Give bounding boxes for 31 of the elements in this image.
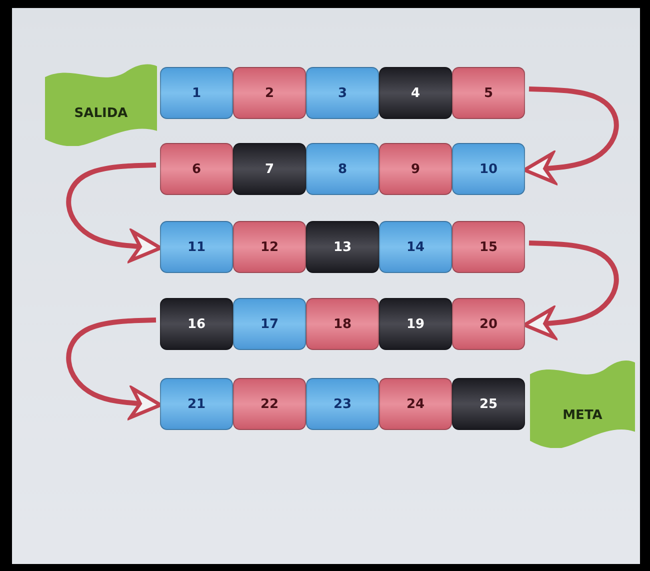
board-tile: 22 xyxy=(233,378,306,430)
board-tile: 6 xyxy=(160,143,233,195)
board-tile: 14 xyxy=(379,221,452,273)
curved-arrow xyxy=(522,86,619,184)
curved-arrow xyxy=(522,240,619,340)
board-tile: 19 xyxy=(379,298,452,350)
board-tile: 1 xyxy=(160,67,233,119)
finish-label: META xyxy=(562,408,602,422)
board-tile: 16 xyxy=(160,298,233,350)
board-tile: 3 xyxy=(306,67,379,119)
curved-arrow xyxy=(66,162,162,262)
board-tile: 18 xyxy=(306,298,379,350)
board-tile: 23 xyxy=(306,378,379,430)
board-tile: 5 xyxy=(452,67,525,119)
board-tile: 7 xyxy=(233,143,306,195)
board-tile: 2 xyxy=(233,67,306,119)
board-tile: 24 xyxy=(379,378,452,430)
board-tile: 9 xyxy=(379,143,452,195)
board-tile: 15 xyxy=(452,221,525,273)
curved-arrow xyxy=(66,318,162,420)
board-tile: 8 xyxy=(306,143,379,195)
board-tile: 21 xyxy=(160,378,233,430)
board-tile: 20 xyxy=(452,298,525,350)
board-tile: 11 xyxy=(160,221,233,273)
board-tile: 17 xyxy=(233,298,306,350)
board-tile: 4 xyxy=(379,67,452,119)
board-tile: 10 xyxy=(452,143,525,195)
board-tile: 25 xyxy=(452,378,525,430)
start-label: SALIDA xyxy=(74,106,128,120)
board-tile: 13 xyxy=(306,221,379,273)
board-tile: 12 xyxy=(233,221,306,273)
